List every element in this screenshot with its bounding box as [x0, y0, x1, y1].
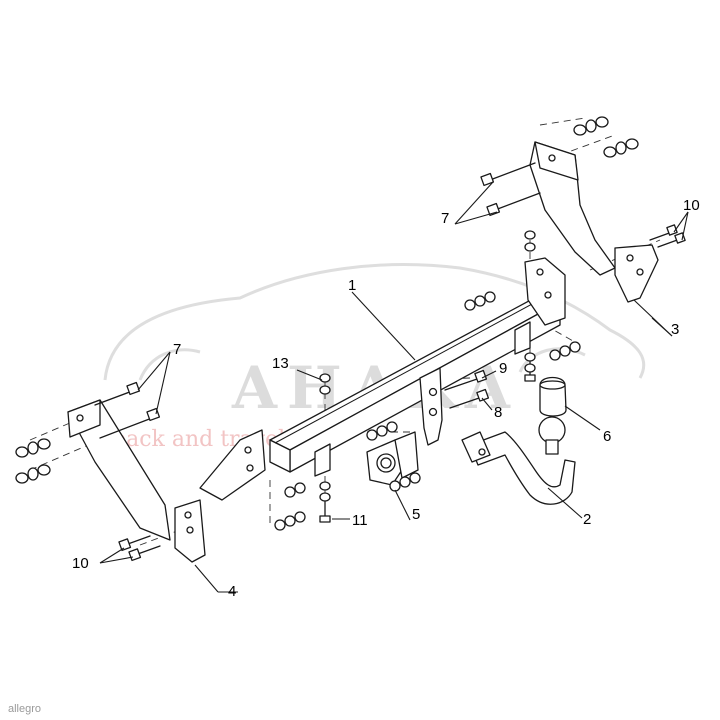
callout-labels: 1 2 3 4 5 6 7 7 8 9 10 10 11 13 [72, 197, 700, 600]
left-side-arm [67, 399, 266, 563]
callout-2: 2 [583, 511, 591, 528]
socket-plate [366, 431, 419, 486]
corner-watermark-logo: allegro [8, 703, 41, 715]
callout-1: 1 [348, 277, 356, 294]
callout-4: 4 [228, 583, 236, 600]
callout-7-left: 7 [173, 341, 181, 358]
callout-leaders [99, 181, 689, 593]
beam-lower-bracket-right [514, 321, 531, 355]
callout-9: 9 [499, 360, 507, 377]
towbar-ball-neck [461, 416, 576, 505]
beam-lower-bracket-left [314, 443, 331, 477]
callout-11: 11 [352, 512, 368, 529]
ball-cover [539, 376, 567, 417]
callout-10-right: 10 [683, 197, 700, 214]
tow-ball [538, 416, 566, 444]
callout-8: 8 [494, 404, 502, 421]
callout-5: 5 [412, 506, 420, 523]
right-mount-bracket [614, 244, 659, 303]
callout-10-left: 10 [72, 555, 89, 572]
socket-holder [394, 431, 419, 479]
nuts-and-washers [15, 116, 639, 531]
right-beam-end-plate [524, 257, 566, 326]
center-mount-plate [419, 367, 443, 446]
right-side-arm [524, 141, 659, 326]
callout-7-right: 7 [441, 210, 449, 227]
callout-3: 3 [671, 321, 679, 338]
cross-beam [269, 294, 561, 477]
callout-6: 6 [603, 428, 611, 445]
callout-13: 13 [272, 355, 289, 372]
bolts [94, 162, 686, 562]
